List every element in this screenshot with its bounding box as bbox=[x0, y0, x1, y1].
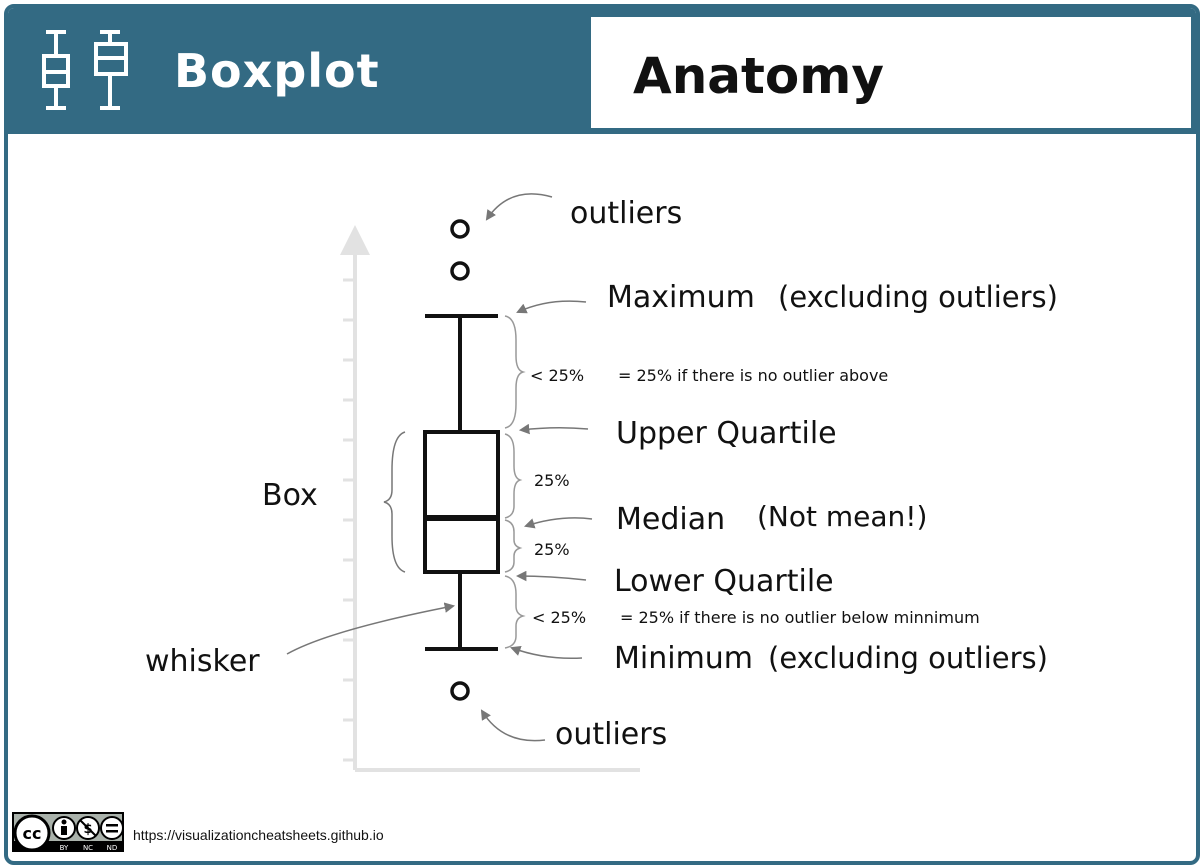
svg-text:cc: cc bbox=[23, 824, 42, 843]
outlier-point bbox=[450, 261, 470, 281]
brace-marks bbox=[383, 315, 526, 649]
boxplot-shape bbox=[423, 314, 500, 651]
outlier-point bbox=[450, 681, 470, 701]
cc-icon bbox=[13, 814, 51, 852]
page-title: Boxplot bbox=[174, 44, 380, 98]
label-minimum-note: (excluding outliers) bbox=[768, 641, 1048, 675]
label-eq25-top: = 25% if there is no outlier above bbox=[618, 366, 888, 385]
brace-box bbox=[383, 431, 406, 573]
box-rect bbox=[423, 430, 500, 574]
label-whisker: whisker bbox=[145, 644, 260, 679]
label-pct25-upper: 25% bbox=[534, 471, 570, 490]
arrow-median bbox=[524, 517, 593, 529]
boxplot-logo-icon bbox=[42, 30, 128, 110]
footer-url-link[interactable]: https://visualizationcheatsheets.github.… bbox=[133, 827, 384, 843]
arrow-maximum bbox=[516, 300, 587, 314]
brace-lower-box bbox=[504, 519, 523, 573]
page-subtitle: Anatomy bbox=[633, 47, 884, 105]
brace-upper-whisker bbox=[504, 315, 526, 429]
subtitle-box: Anatomy bbox=[591, 17, 1191, 128]
arrow-upper-quartile bbox=[518, 423, 589, 435]
label-eq25-bottom: = 25% if there is no outlier below minni… bbox=[620, 608, 980, 627]
label-median: Median bbox=[616, 502, 725, 537]
label-outliers-bottom: outliers bbox=[555, 717, 667, 752]
y-axis bbox=[340, 225, 640, 772]
label-minimum: Minimum bbox=[614, 641, 753, 676]
arrow-outliers-top bbox=[485, 193, 553, 221]
svg-text:$: $ bbox=[83, 822, 92, 837]
label-lower-quartile: Lower Quartile bbox=[614, 564, 834, 599]
label-upper-quartile: Upper Quartile bbox=[616, 416, 837, 451]
label-lt25-top: < 25% bbox=[530, 366, 584, 385]
license-by: BY bbox=[60, 844, 69, 852]
annotation-arrows bbox=[286, 193, 593, 742]
arrow-lower-quartile bbox=[515, 570, 587, 582]
label-lt25-bottom: < 25% bbox=[532, 608, 586, 627]
nd-icon bbox=[100, 816, 124, 840]
arrow-whisker bbox=[286, 602, 456, 655]
label-pct25-lower: 25% bbox=[534, 540, 570, 559]
header-bar: Boxplot Anatomy bbox=[8, 8, 1196, 134]
license-nc: NC bbox=[83, 844, 93, 852]
outlier-point bbox=[450, 219, 470, 239]
label-maximum: Maximum bbox=[607, 280, 755, 315]
cc-license-badge: cc $ BY NC ND bbox=[12, 812, 124, 852]
axis-arrow-icon bbox=[340, 225, 370, 255]
brace-lower-whisker bbox=[504, 575, 526, 649]
brace-upper-box bbox=[504, 433, 523, 519]
label-outliers-top: outliers bbox=[570, 196, 682, 231]
label-median-note: (Not mean!) bbox=[757, 500, 927, 533]
axis-ticks bbox=[343, 278, 355, 762]
label-box: Box bbox=[262, 478, 318, 513]
cheatsheet-frame: Boxplot Anatomy bbox=[4, 4, 1200, 865]
arrow-minimum bbox=[510, 645, 583, 660]
arrow-outliers-bottom bbox=[480, 709, 546, 742]
label-maximum-note: (excluding outliers) bbox=[778, 280, 1058, 314]
license-nd: ND bbox=[107, 844, 118, 852]
